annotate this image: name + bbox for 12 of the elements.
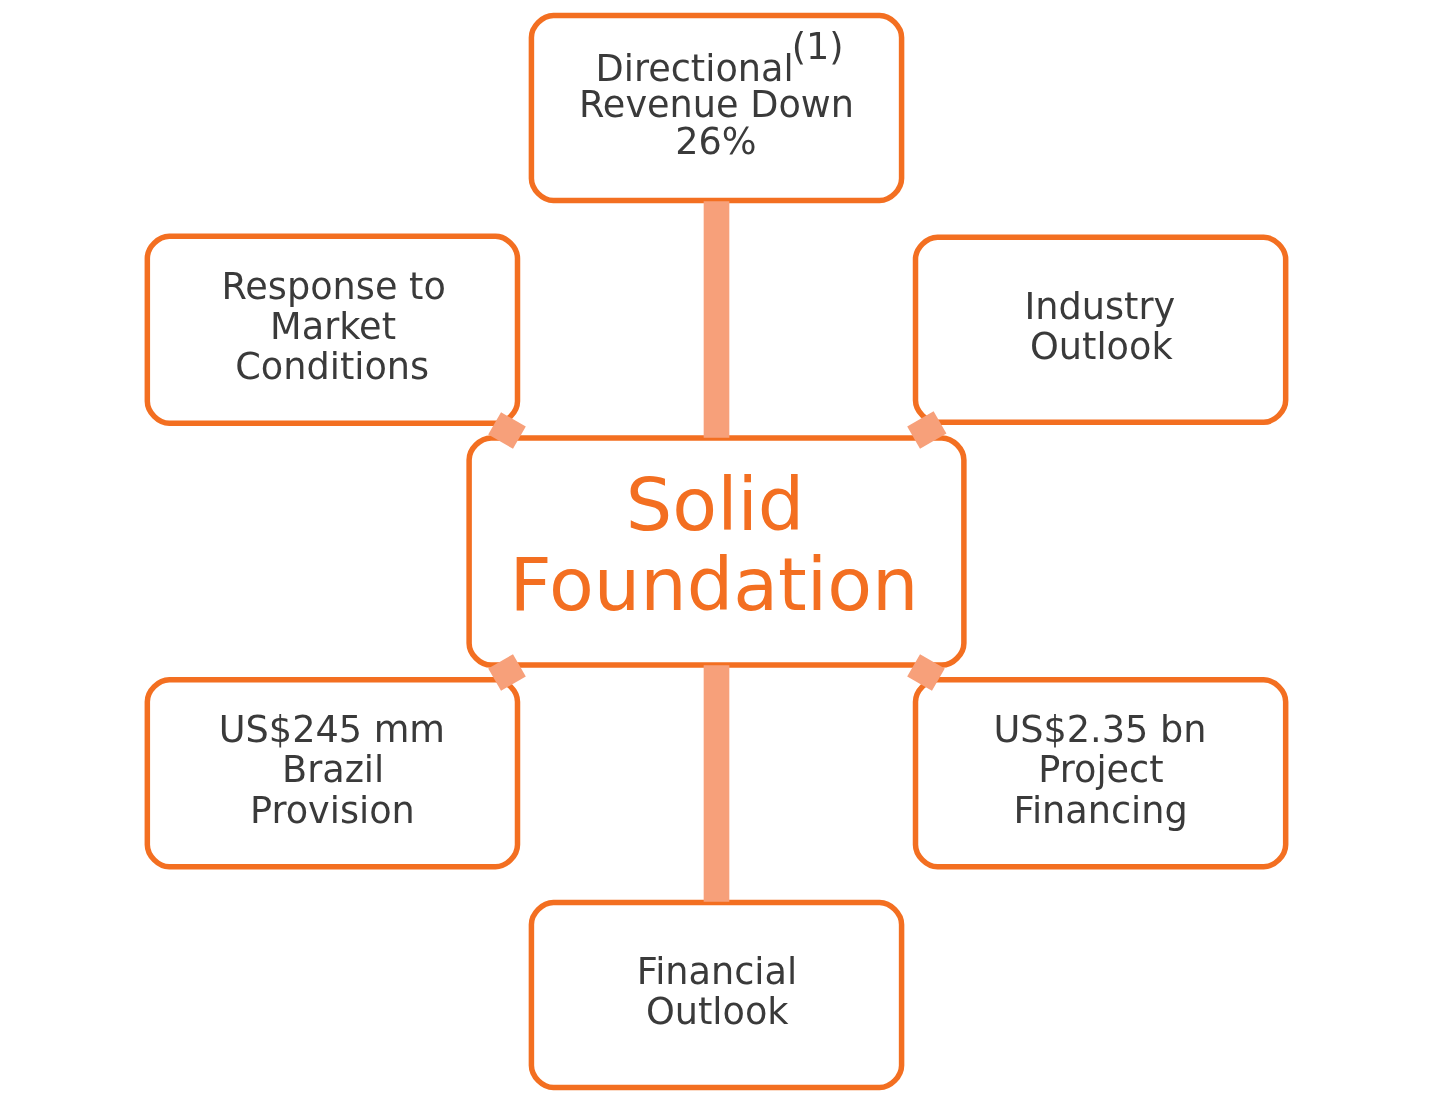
node-box: Solid Foundation bbox=[466, 435, 967, 668]
connector bbox=[488, 654, 526, 691]
connector bbox=[488, 412, 526, 449]
connector bbox=[703, 201, 730, 438]
node-box: Response to Market Conditions bbox=[144, 233, 521, 426]
connector bbox=[907, 654, 945, 691]
node-box: US$2.35 bn Project Financing bbox=[912, 677, 1289, 870]
connector bbox=[703, 665, 730, 902]
connector bbox=[907, 411, 947, 449]
node-box: Financial Outlook bbox=[528, 899, 905, 1091]
node-box: Industry Outlook bbox=[912, 234, 1289, 426]
node-box: US$245 mm Brazil Provision bbox=[144, 677, 521, 870]
